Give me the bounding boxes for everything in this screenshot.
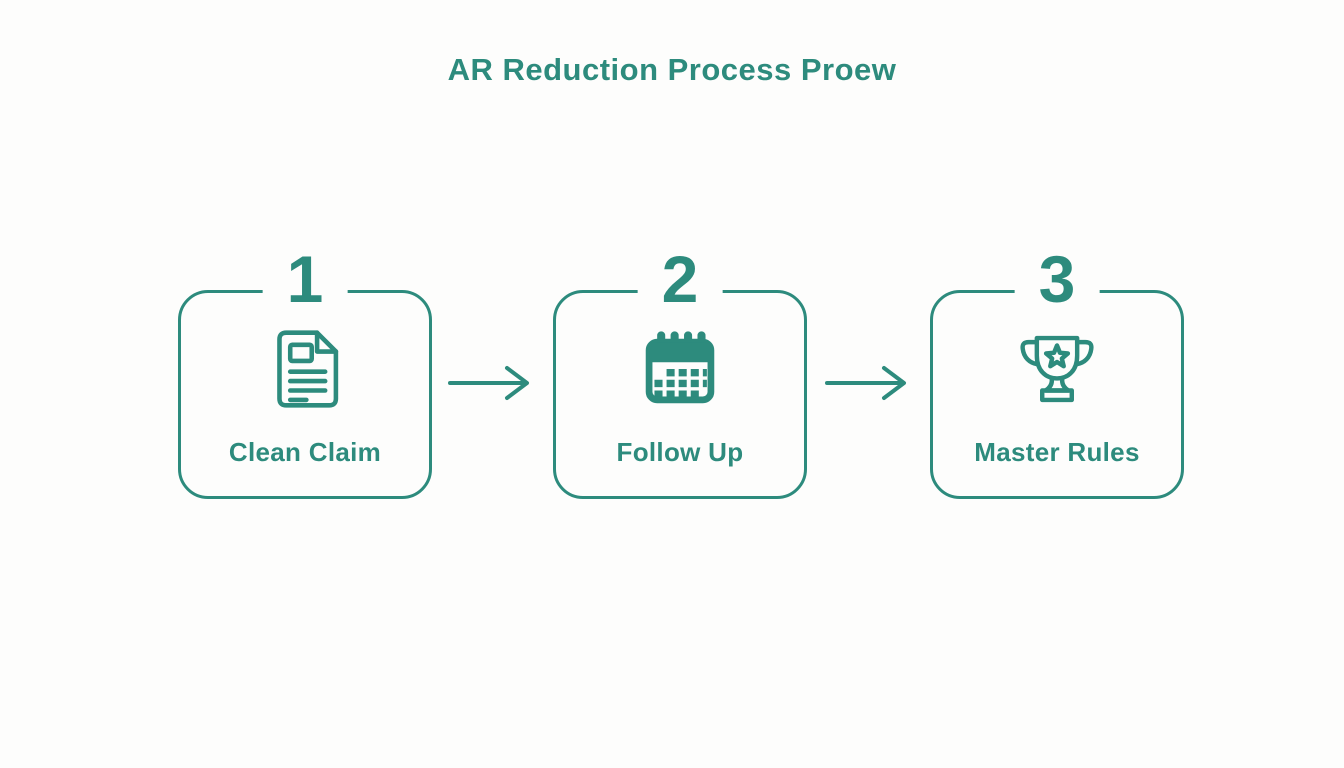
step-label: Clean Claim — [228, 437, 382, 467]
step-card-follow-up: 2 — [553, 246, 807, 499]
step-card-master-rules: 3 Master Rules — [930, 246, 1184, 499]
step-label: Master Rules — [974, 437, 1140, 467]
calendar-icon — [637, 325, 723, 413]
step-number: 3 — [1014, 246, 1100, 312]
step-label: Follow Up — [616, 437, 744, 467]
step-card-clean-claim: 1 Clean Claim — [178, 246, 432, 499]
arrow-right-icon — [823, 363, 913, 403]
page-title: AR Reduction Process Proew — [447, 52, 897, 87]
trophy-icon — [1014, 325, 1100, 413]
arrow-right-icon — [446, 363, 536, 403]
step-number: 2 — [637, 246, 723, 312]
step-number: 1 — [262, 246, 348, 312]
document-icon — [262, 325, 348, 413]
